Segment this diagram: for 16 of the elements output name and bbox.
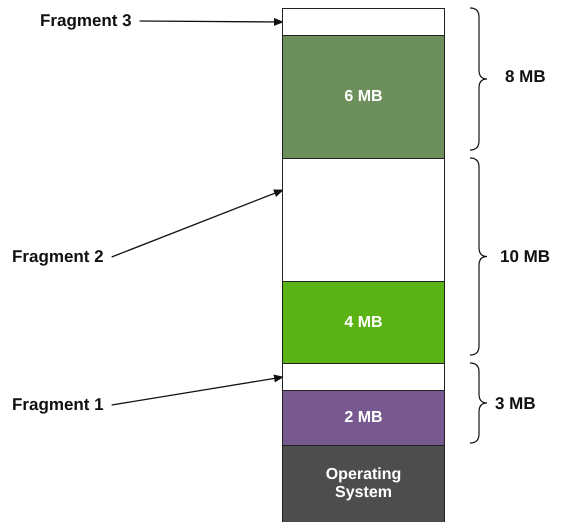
process-block: 6 MB — [282, 35, 445, 159]
free-memory-block — [282, 8, 445, 36]
free-memory-block — [282, 363, 445, 391]
arrow — [140, 18, 284, 26]
size-label: 3 MB — [495, 394, 536, 414]
process-block: 2 MB — [282, 390, 445, 446]
arrow — [111, 189, 284, 258]
fragment-label: Fragment 1 — [12, 395, 104, 415]
free-memory-block — [282, 158, 445, 282]
size-label: 10 MB — [500, 247, 550, 267]
fragment-label: Fragment 2 — [12, 247, 104, 267]
operating-system-block: Operating System — [282, 445, 445, 522]
process-block: 4 MB — [282, 281, 445, 364]
fragment-label: Fragment 3 — [40, 11, 132, 31]
size-label: 8 MB — [505, 67, 546, 87]
arrow — [112, 374, 284, 406]
